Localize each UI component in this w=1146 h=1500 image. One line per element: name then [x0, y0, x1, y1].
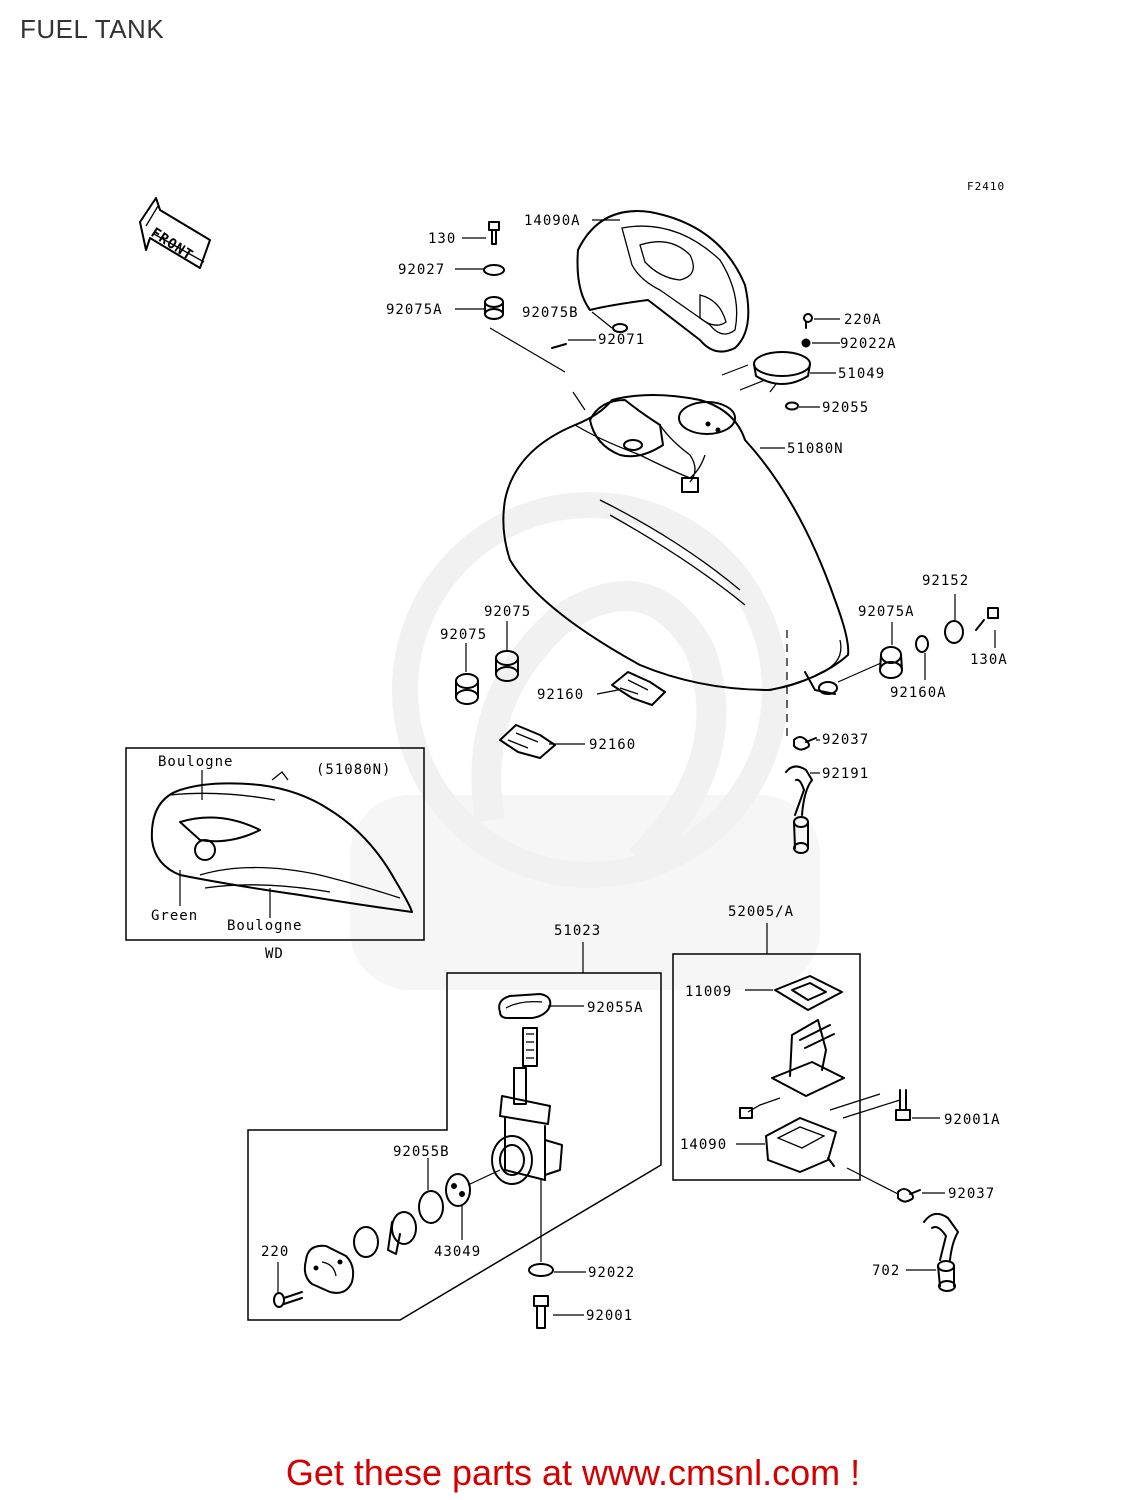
- label-51023: 51023: [554, 923, 601, 939]
- label-43049: 43049: [434, 1244, 481, 1260]
- footer-link[interactable]: Get these parts at www.cmsnl.com !: [285, 1452, 861, 1493]
- o-ring-92055: [785, 401, 799, 411]
- damper-92075-a: [455, 673, 479, 705]
- color-inset-box: [125, 747, 425, 941]
- screw-220a: [803, 313, 813, 329]
- plate-92152: [944, 620, 964, 644]
- fuel-tank-51080n: [502, 394, 850, 695]
- clamp-92037-top: [793, 736, 817, 751]
- bracket-92160-a: [611, 671, 666, 706]
- label-92055a: 92055A: [587, 1000, 644, 1016]
- label-92055b: 92055B: [393, 1144, 450, 1160]
- watermark-logo: [350, 492, 820, 990]
- label-92037-top: 92037: [822, 732, 869, 748]
- label-52005a: 52005/A: [728, 904, 794, 920]
- page-title: FUEL TANK: [20, 14, 165, 44]
- label-130a: 130A: [970, 652, 1008, 668]
- fuel-tap-51023: [491, 993, 563, 1185]
- label-92075-a: 92075: [440, 627, 487, 643]
- label-702: 702: [872, 1263, 900, 1279]
- collar-92160a: [915, 635, 929, 653]
- front-label: FRONT: [148, 225, 196, 264]
- fuel-tap-group-frame: [247, 972, 662, 1321]
- label-92001: 92001: [586, 1308, 633, 1324]
- label-92160-a: 92160: [537, 687, 584, 703]
- damper-92075a-top: [484, 296, 504, 320]
- label-92075-b: 92075: [484, 604, 531, 620]
- seal-ring: [353, 1226, 379, 1258]
- label-92075b: 92075B: [522, 305, 579, 321]
- label-92191: 92191: [822, 766, 869, 782]
- bolt-130: [488, 221, 500, 245]
- label-92055: 92055: [822, 400, 869, 416]
- label-92160a: 92160A: [890, 685, 947, 701]
- label-92022a: 92022A: [840, 336, 897, 352]
- hose-702: [923, 1212, 959, 1292]
- label-92027: 92027: [398, 262, 445, 278]
- cap-51049: [753, 351, 811, 385]
- label-11009: 11009: [685, 984, 732, 1000]
- washer-92075b: [612, 323, 628, 333]
- gasket-43049: [445, 1173, 471, 1207]
- label-92160-b: 92160: [589, 737, 636, 753]
- pump-body: [739, 1019, 845, 1119]
- label-14090a: 14090A: [524, 213, 581, 229]
- bracket-92160-b: [499, 724, 556, 759]
- gasket-11009: [774, 975, 843, 1011]
- part-labels: 130 92027 92075A 14090A 92075B 92071 220…: [261, 213, 1008, 1324]
- label-92075a-right: 92075A: [858, 604, 915, 620]
- label-51080n: 51080N: [787, 441, 844, 457]
- damper-92075-b: [495, 650, 519, 682]
- label-220: 220: [261, 1244, 289, 1260]
- inset-footer-label: WD: [265, 946, 284, 962]
- o-ring-92055b: [418, 1190, 444, 1224]
- hose-92191: [785, 765, 813, 854]
- washer-92022: [528, 1263, 554, 1277]
- bolt-130a: [975, 607, 999, 631]
- pin-92071: [551, 343, 567, 349]
- figure-code: F2410: [967, 180, 1005, 193]
- cover-14090a: [576, 210, 750, 353]
- clamp-92037-bottom: [897, 1188, 921, 1203]
- label-92075a-top: 92075A: [386, 302, 443, 318]
- inset-model-label: (51080N): [316, 762, 391, 778]
- bolt-92001: [533, 1295, 549, 1329]
- label-130: 130: [428, 231, 456, 247]
- label-51049: 51049: [838, 366, 885, 382]
- leader-lines: [277, 219, 996, 1316]
- label-92001a: 92001A: [944, 1112, 1001, 1128]
- damper-92075a-right: [879, 646, 903, 679]
- inset-color-top: Boulogne: [158, 754, 233, 770]
- inset-color-left: Green: [151, 908, 198, 924]
- front-arrow-icon: FRONT: [139, 197, 211, 269]
- label-220a: 220A: [844, 312, 882, 328]
- label-92071: 92071: [598, 332, 645, 348]
- label-92152: 92152: [922, 573, 969, 589]
- label-14090: 14090: [680, 1137, 727, 1153]
- label-92022: 92022: [588, 1265, 635, 1281]
- screw-220: [273, 1291, 303, 1308]
- inset-tank-illustration: [150, 771, 413, 913]
- nut-92022a: [801, 338, 811, 348]
- label-92037-bottom: 92037: [948, 1186, 995, 1202]
- tap-plate: [303, 1244, 355, 1294]
- lever-knob: [387, 1211, 417, 1255]
- cover-14090: [765, 1117, 837, 1173]
- collar-92027: [483, 264, 505, 276]
- inset-color-bottom: Boulogne: [227, 918, 302, 934]
- bolt-92001a: [895, 1089, 911, 1121]
